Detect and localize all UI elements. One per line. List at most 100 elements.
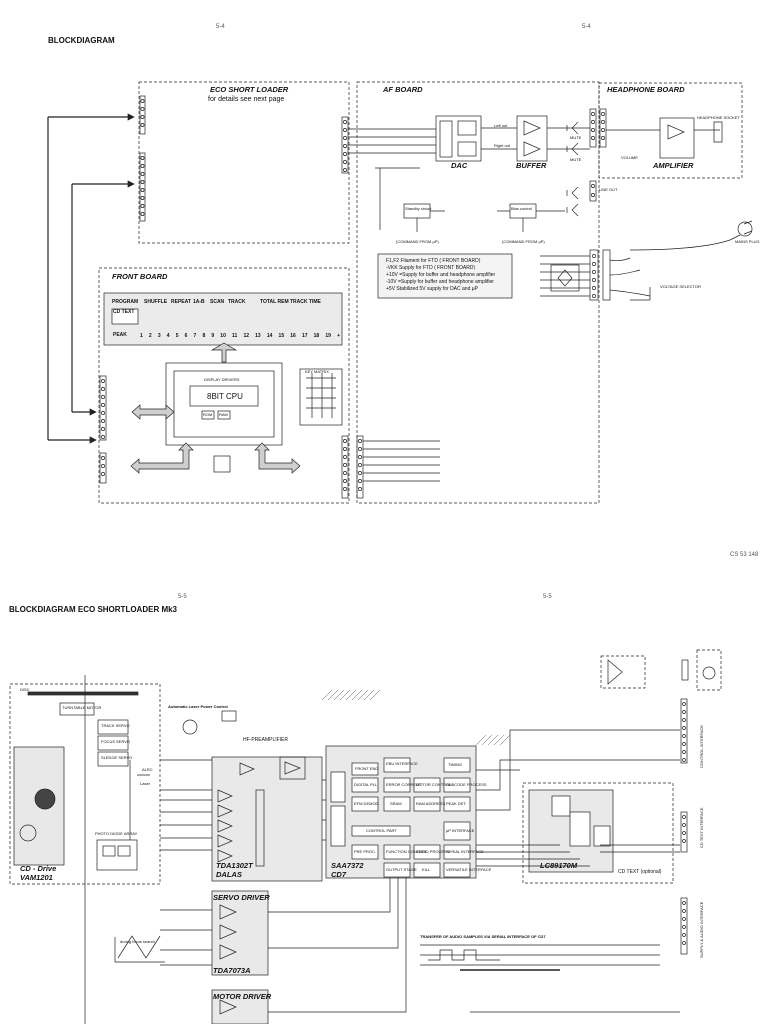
bias-control-label: Bias control [511, 206, 532, 211]
cd7-front-end: FRONT END [355, 766, 379, 771]
cd7-ram-address: RAM ADDRESS [416, 801, 446, 806]
cd-text-interface-label: CD TEXT INTERFACE [699, 807, 704, 848]
digit-17: 17 [301, 333, 308, 339]
headphone-board-box [598, 82, 743, 179]
digit-4: 4 [166, 333, 170, 339]
display-label-scan: SCAN [210, 299, 225, 305]
eco-loader-title: ECO SHORT LOADER [210, 85, 289, 94]
digit-6: 6 [184, 333, 188, 339]
digit-1: 1 [140, 333, 143, 339]
power-note-2: -VKK Supply for FTD ( FRONT BOARD) [386, 265, 476, 271]
digit-18: 18 [313, 333, 320, 339]
cd7-peak-det: PEAK DET. [446, 801, 467, 806]
dac-label: DAC [451, 161, 468, 170]
af-board-title: AF BOARD [383, 85, 423, 94]
laser-label: Laser [140, 781, 151, 786]
cd-text-optional-label: CD TEXT (optional) [618, 869, 662, 875]
digit-10: 10 [220, 333, 226, 339]
cd7-error-correct: ERROR CORRECT [386, 782, 422, 787]
power-note-1: F1,F2 Filament for FTD ( FRONT BOARD) [386, 258, 481, 264]
headphone-socket-label: HEADPHONE SOCKET [697, 115, 740, 120]
focus-servo-label: FOCUS SERVO [101, 739, 131, 744]
digit-13: 13 [255, 333, 261, 339]
page2-title: BLOCKDIAGRAM ECO SHORTLOADER Mk3 [9, 605, 178, 614]
digit-19: 19 [325, 333, 331, 339]
digit-7: 7 [193, 333, 197, 339]
digit-11: 11 [232, 333, 238, 339]
right-out-label: Right out [494, 143, 511, 148]
supply-audio-interface-label: SUPPLY & AUDIO INTERFACE [699, 901, 704, 958]
bias-command-note: (COMMAND FROM µP) [502, 239, 545, 244]
cd7-sram: SRAM [390, 801, 402, 806]
page2-number-left: 5-5 [178, 594, 187, 600]
cd7-subcode-process: SUBCODE PROCESS [446, 782, 487, 787]
buffer-label: BUFFER [516, 161, 547, 170]
cd-text-indicator: CD TEXT [113, 309, 135, 315]
power-note-3: +10V =Supply for buffer and headphone am… [386, 272, 496, 278]
mains-plug-label: MAINS PLUG [735, 239, 760, 244]
turntable-motor-label: TURNTABLE MOTOR [62, 705, 102, 710]
motor-driver-label: MOTOR DRIVER [213, 992, 272, 1001]
disc-label: DISC [20, 687, 30, 692]
cd7-versatile-interface: VERSATILE INTERFACE [446, 867, 492, 872]
digit-12: 12 [243, 333, 249, 339]
power-note-4: -10V =Supply for buffer and headphone am… [386, 279, 494, 285]
document-code: CS 53 148 [730, 552, 759, 558]
cd7-pre-proc: PRE PROC. [354, 849, 377, 854]
tda7073a-label: TDA7073A [213, 966, 251, 975]
key-matrix-label: KEY MATRIX [305, 369, 329, 374]
display-label-ab: 1A-B [193, 299, 205, 305]
page-number-right: 5-4 [582, 24, 591, 30]
page-title: BLOCKDIAGRAM [48, 36, 115, 45]
left-out-label: Left out [494, 123, 508, 128]
front-board-box [98, 267, 350, 504]
cd7-control-part: CONTROL PART [366, 828, 397, 833]
cd-drive-label: CD - Drive [20, 864, 57, 873]
amplifier-label: AMPLIFIER [653, 161, 694, 170]
lc89170m-label: LC89170M [540, 861, 578, 870]
standby-circuit-label: Standby circuit [405, 206, 432, 211]
servo-driver-label: SERVO DRIVER [213, 893, 270, 902]
page2-number-right: 5-5 [543, 594, 552, 600]
page-number-left: 5-4 [216, 24, 225, 30]
display-label-shuffle: SHUFFLE [144, 299, 168, 305]
track-servo-label: TRACK SERVO [101, 723, 130, 728]
line-out-label: LINE OUT [599, 187, 618, 192]
display-label-total-rem: TOTAL REM [260, 299, 289, 305]
tda1302-label: TDA1302T [216, 861, 253, 870]
cd7-efm-demod: EFM DEMOD. [354, 801, 380, 806]
alrc-label: ALRC [142, 767, 153, 772]
cd7-audio-process: AUDIO PROCESS [416, 849, 450, 854]
peak-indicator: PEAK [113, 332, 127, 338]
cd7-up-interface: µP INTERFACE [446, 828, 475, 833]
display-label-program: PROGRAM [112, 299, 139, 305]
digit-5: 5 [175, 333, 179, 339]
display-label-track: TRACK [228, 299, 246, 305]
cd7-function-control: FUNCTION CONTROL [386, 849, 428, 854]
tda1302-sub: DALAS [216, 870, 242, 879]
voltage-selector-label: VOLTAGE SELECTOR [660, 284, 701, 289]
af-board-box [356, 81, 600, 504]
focus-search-label: during focus search [120, 939, 155, 944]
power-note-5: +5V Stabilized 5V supply for DAC and µP [386, 286, 478, 292]
cd7-serial-interface: SERIAL INTERFACE [446, 849, 484, 854]
digit-3: 3 [157, 333, 161, 339]
hf-preamp-label: HF-PREAMPLIFIER [243, 737, 289, 743]
control-interface-label: CONTROL INTERFACE [699, 725, 704, 768]
display-label-repeat: REPEAT [171, 299, 191, 305]
digit-14: 14 [266, 333, 273, 339]
cd7-timing: TIMING [448, 762, 462, 767]
cd7-ebu-interface: EBU INTERFACE [386, 761, 418, 766]
standby-command-note: (COMMAND FROM µP) [396, 239, 439, 244]
cd7-output-stage: OUTPUT STAGE [386, 867, 417, 872]
ram-label: RAM [219, 412, 228, 417]
eco-short-loader-box [138, 81, 350, 244]
mute-label-2: MUTE [570, 157, 582, 162]
cd7-digital-pll: DIGITAL PLL [354, 782, 378, 787]
display-digit-row: 1 2 3 4 5 6 7 8 9 10 11 12 13 14 15 16 1… [140, 333, 340, 339]
digit-15: 15 [278, 333, 285, 339]
display-label-track-time: TRACK TIME [290, 299, 321, 305]
digit-plus: + [337, 333, 340, 339]
cd-drive-model: VAM1201 [20, 873, 53, 882]
